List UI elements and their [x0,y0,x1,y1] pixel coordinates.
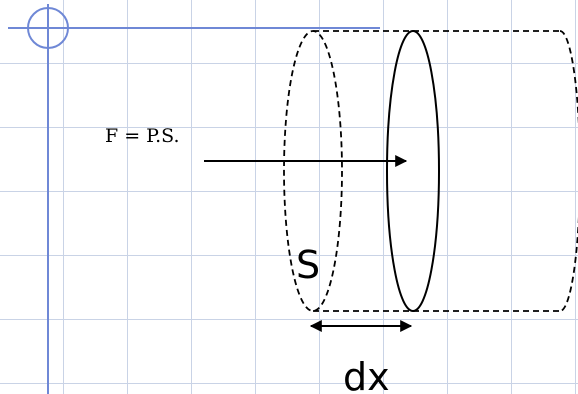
piston-face [386,30,440,312]
slide-decoration [8,4,380,394]
area-label: S [296,243,320,287]
decor-circle-icon [27,7,70,49]
displacement-label: dx [343,355,390,394]
force-label: F = P.S. [105,125,180,147]
cylinder [283,30,578,312]
cylinder-far-end [559,30,578,312]
